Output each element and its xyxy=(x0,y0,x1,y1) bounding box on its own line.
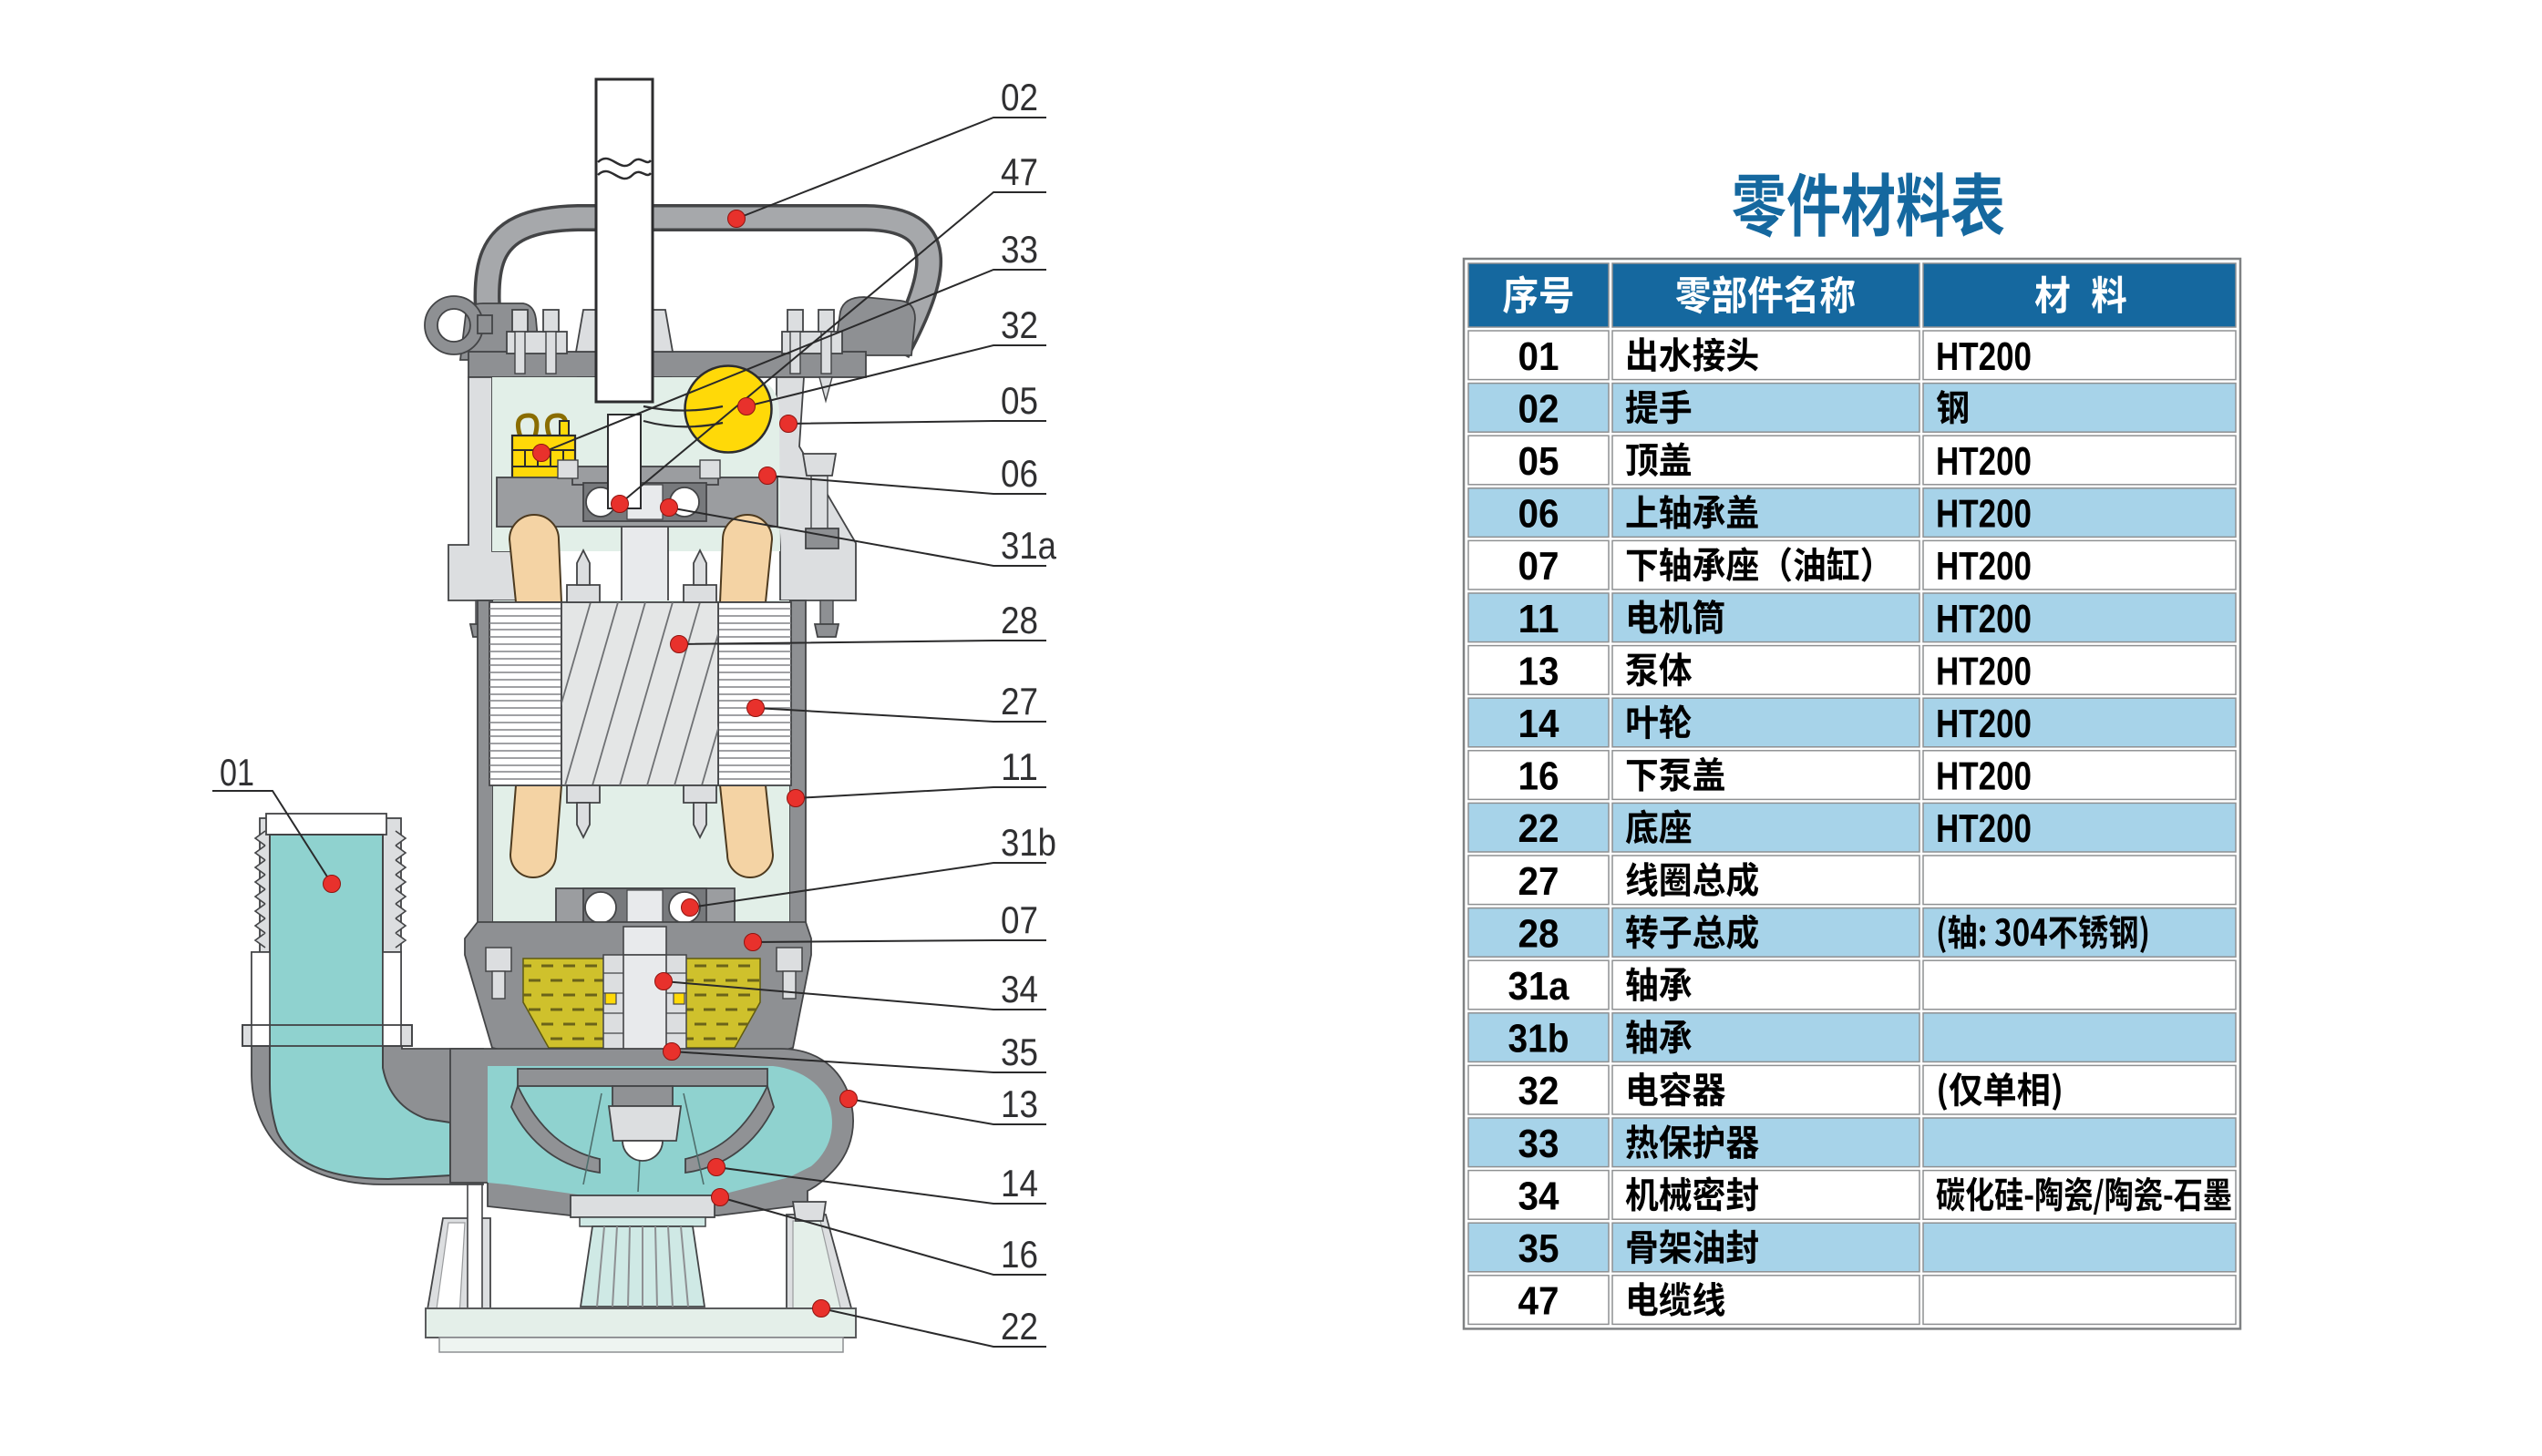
svg-text:32: 32 xyxy=(1001,303,1038,346)
svg-text:11: 11 xyxy=(1518,597,1559,641)
svg-text:05: 05 xyxy=(1518,439,1559,484)
svg-text:14: 14 xyxy=(1518,702,1559,746)
svg-text:16: 16 xyxy=(1001,1233,1038,1276)
svg-text:06: 06 xyxy=(1518,492,1559,537)
svg-text:HT200: HT200 xyxy=(1936,754,2032,799)
svg-text:35: 35 xyxy=(1518,1226,1559,1271)
svg-text:47: 47 xyxy=(1001,150,1038,193)
svg-text:27: 27 xyxy=(1518,859,1559,904)
svg-text:07: 07 xyxy=(1001,898,1038,941)
svg-text:07: 07 xyxy=(1518,544,1559,589)
svg-text:02: 02 xyxy=(1518,386,1559,431)
svg-text:HT200: HT200 xyxy=(1936,492,2032,537)
svg-text:31b: 31b xyxy=(1508,1017,1569,1061)
svg-text:28: 28 xyxy=(1001,599,1038,641)
svg-text:27: 27 xyxy=(1001,680,1038,723)
svg-text:31b: 31b xyxy=(1001,821,1056,864)
svg-text:HT200: HT200 xyxy=(1936,334,2032,379)
svg-text:13: 13 xyxy=(1518,649,1559,693)
svg-text:32: 32 xyxy=(1518,1069,1559,1113)
svg-text:02: 02 xyxy=(1001,76,1038,118)
svg-text:05: 05 xyxy=(1001,379,1038,422)
svg-text:11: 11 xyxy=(1001,745,1038,788)
svg-text:31a: 31a xyxy=(1508,964,1569,1009)
svg-text:HT200: HT200 xyxy=(1936,439,2032,484)
svg-text:22: 22 xyxy=(1001,1305,1038,1348)
svg-text:HT200: HT200 xyxy=(1936,544,2032,589)
svg-text:47: 47 xyxy=(1518,1279,1559,1324)
svg-text:HT200: HT200 xyxy=(1936,702,2032,746)
svg-text:34: 34 xyxy=(1001,968,1038,1010)
svg-text:31a: 31a xyxy=(1001,524,1057,567)
svg-text:01: 01 xyxy=(220,751,254,794)
svg-text:13: 13 xyxy=(1001,1082,1038,1125)
svg-text:01: 01 xyxy=(1518,334,1559,379)
svg-text:HT200: HT200 xyxy=(1936,649,2032,693)
svg-text:35: 35 xyxy=(1001,1030,1038,1073)
svg-text:34: 34 xyxy=(1518,1174,1559,1218)
svg-text:28: 28 xyxy=(1518,911,1559,956)
svg-text:22: 22 xyxy=(1518,806,1559,851)
svg-text:HT200: HT200 xyxy=(1936,597,2032,641)
svg-text:14: 14 xyxy=(1001,1162,1038,1205)
svg-text:HT200: HT200 xyxy=(1936,806,2032,851)
svg-text:16: 16 xyxy=(1518,754,1559,799)
svg-text:33: 33 xyxy=(1001,228,1038,271)
svg-text:33: 33 xyxy=(1518,1122,1559,1166)
svg-text:06: 06 xyxy=(1001,452,1038,495)
